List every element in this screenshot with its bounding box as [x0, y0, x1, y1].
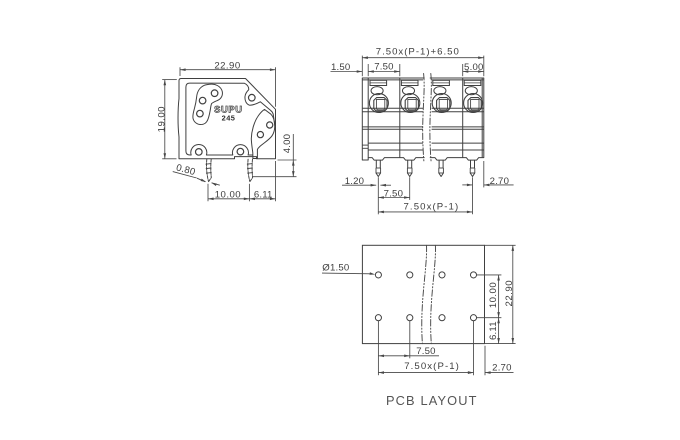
svg-text:5.00: 5.00: [464, 62, 483, 73]
svg-text:7.50: 7.50: [384, 188, 403, 199]
svg-text:10.00: 10.00: [488, 282, 499, 308]
svg-text:2.70: 2.70: [490, 176, 509, 187]
svg-text:7.50x(P-1): 7.50x(P-1): [404, 361, 460, 372]
svg-text:PCB LAYOUT: PCB LAYOUT: [386, 393, 478, 408]
svg-text:7.50: 7.50: [374, 62, 393, 73]
svg-text:0.80: 0.80: [175, 162, 197, 178]
svg-text:10.00: 10.00: [215, 189, 241, 200]
svg-text:22.90: 22.90: [504, 280, 515, 307]
svg-text:7.50: 7.50: [416, 346, 435, 357]
svg-text:4.00: 4.00: [282, 134, 293, 153]
svg-text:22.90: 22.90: [214, 60, 240, 71]
svg-text:7.50x(P-1)+6.50: 7.50x(P-1)+6.50: [376, 46, 460, 57]
svg-text:245: 245: [222, 114, 236, 123]
svg-text:6.11: 6.11: [488, 321, 499, 340]
svg-text:1.20: 1.20: [345, 176, 364, 187]
svg-text:1.50: 1.50: [331, 62, 350, 73]
svg-text:19.00: 19.00: [156, 106, 167, 132]
svg-text:SUPU: SUPU: [214, 104, 242, 115]
svg-text:7.50x(P-1): 7.50x(P-1): [404, 201, 460, 212]
svg-text:6.11: 6.11: [254, 189, 273, 200]
svg-text:2.70: 2.70: [492, 363, 511, 374]
svg-text:Ø1.50: Ø1.50: [322, 263, 349, 274]
